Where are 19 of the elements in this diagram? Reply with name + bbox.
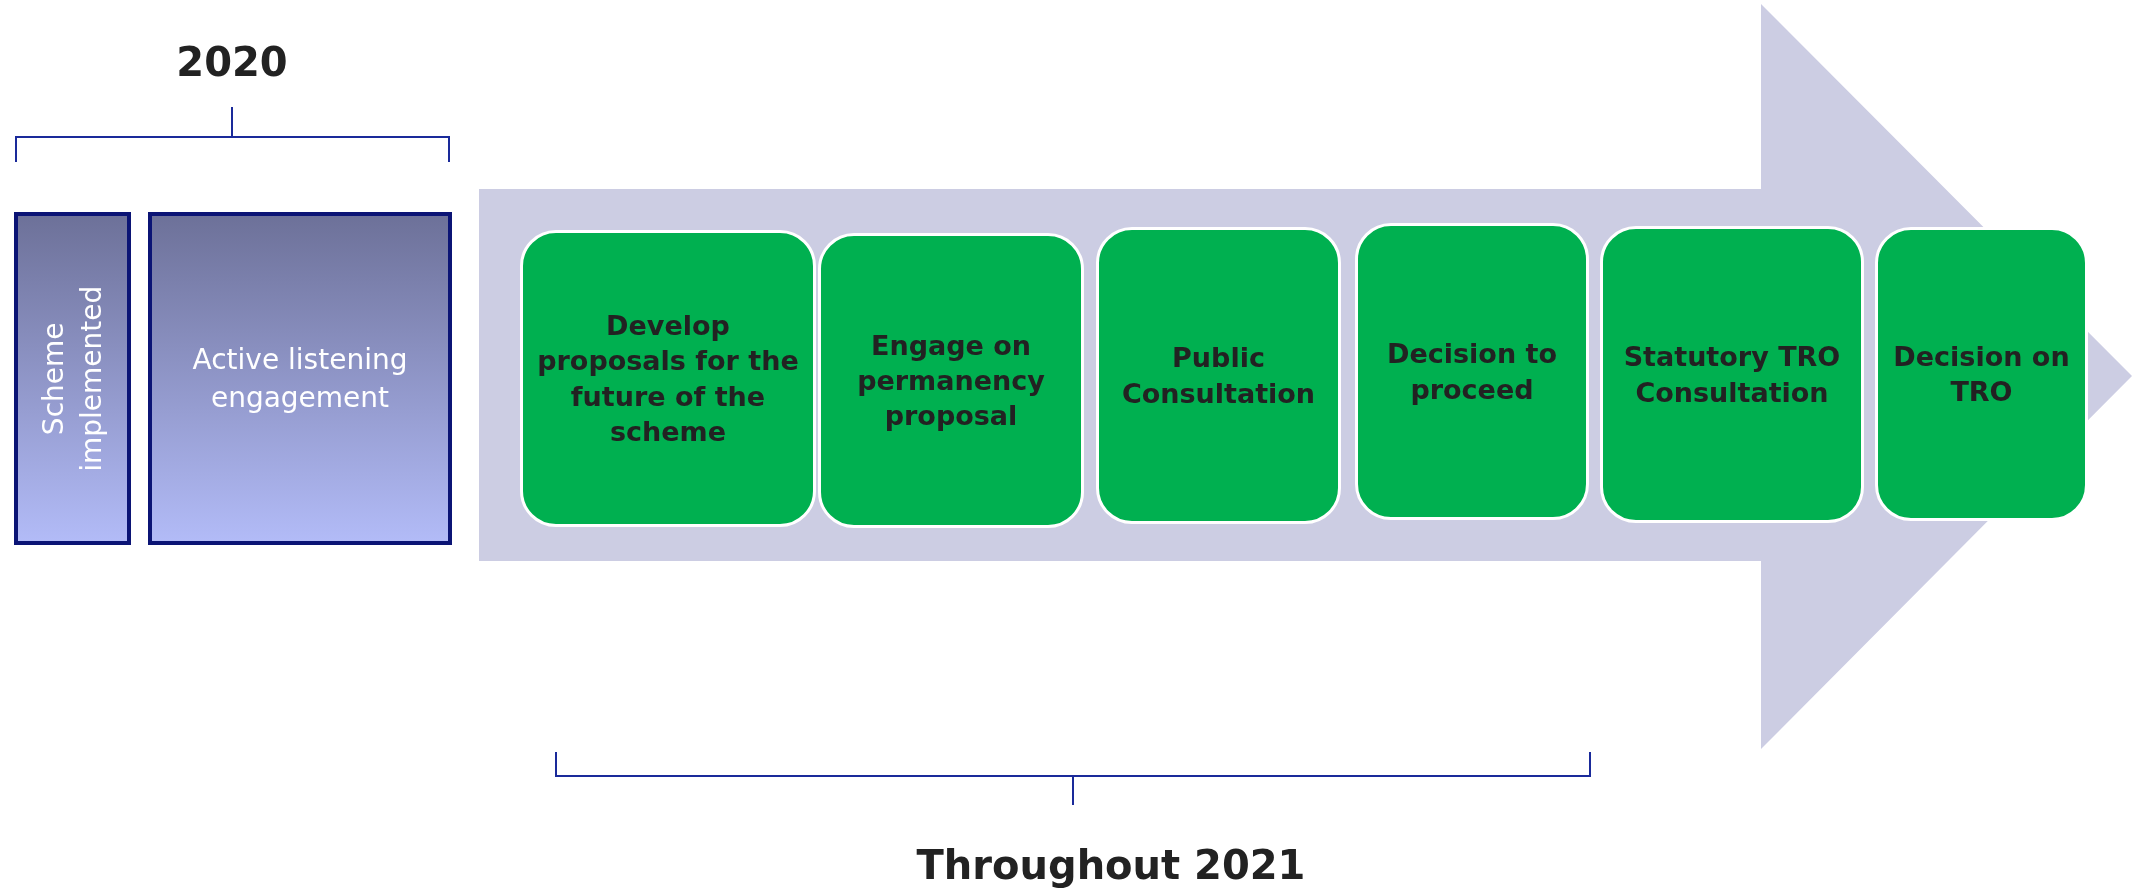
step-text: Develop proposals for the future of the scheme	[536, 309, 800, 449]
step-box	[818, 233, 1084, 528]
period-label: Throughout 2021	[916, 842, 1306, 888]
timeline-arrow	[479, 4, 2132, 749]
phase-box	[148, 212, 452, 545]
step-box	[1096, 227, 1341, 524]
step-text: Active listening engagement	[191, 341, 409, 416]
step-text: Decision to proceed	[1386, 337, 1558, 407]
period-label: 2020	[176, 39, 288, 85]
step-text: Decision on TRO	[1892, 339, 2071, 409]
phase-box	[14, 212, 131, 545]
step-text: Scheme implemented	[35, 284, 109, 474]
step-box	[1875, 227, 2088, 521]
step-text: Statutory TRO Consultation	[1622, 340, 1842, 410]
step-text: Engage on permanency proposal	[856, 328, 1046, 434]
step-box	[520, 230, 816, 527]
step-text: Public Consultation	[1120, 341, 1317, 411]
step-box	[1355, 223, 1589, 520]
step-box	[1600, 226, 1864, 523]
